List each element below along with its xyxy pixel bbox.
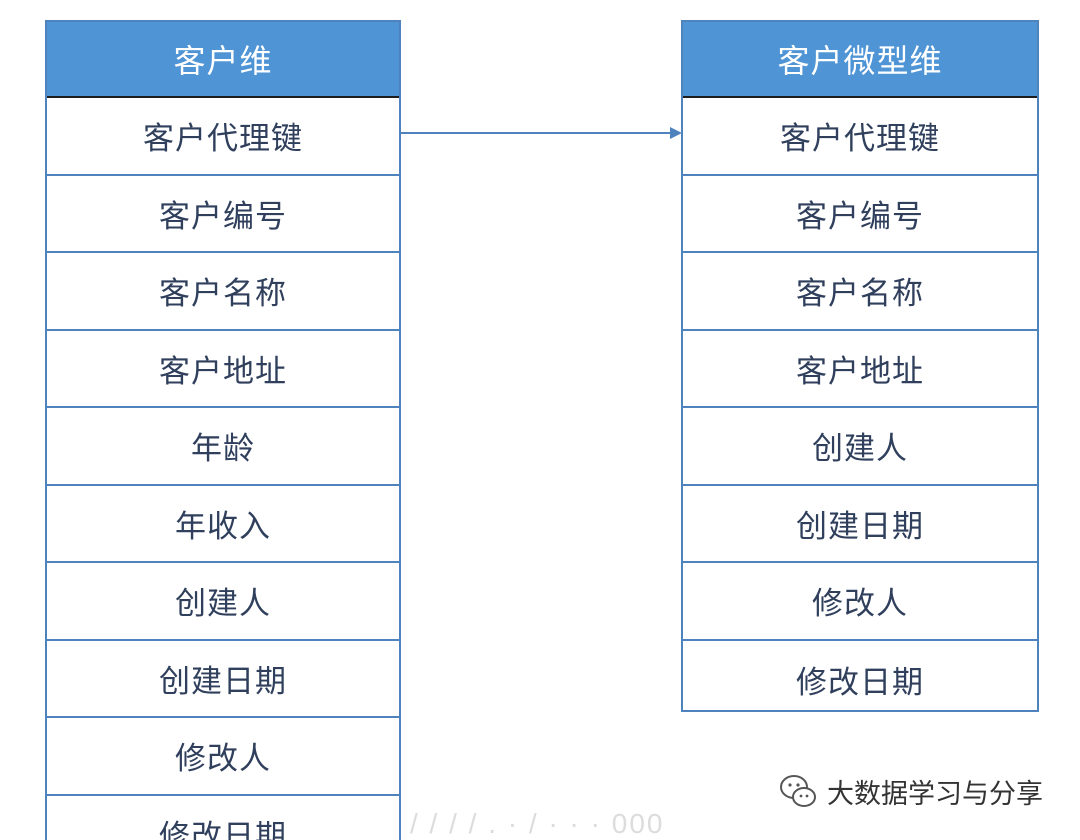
table-row: 客户代理键 (683, 98, 1037, 176)
table-header: 客户微型维 (683, 22, 1037, 98)
table-row: 修改日期 (796, 664, 924, 701)
table-header: 客户维 (47, 22, 399, 98)
table-row: 客户编号 (47, 176, 399, 253)
watermark: 大数据学习与分享 (777, 770, 1043, 812)
customer-dimension-table: 客户维 客户代理键 客户编号 客户名称 客户地址 年龄 年收入 创建人 创建日期… (45, 20, 401, 840)
table-row: 客户名称 (683, 253, 1037, 331)
table-row: 客户地址 (683, 331, 1037, 408)
table-row: 修改日期 (47, 796, 399, 840)
table-row: 年龄 (47, 408, 399, 486)
customer-mini-dimension-table: 客户微型维 客户代理键 客户编号 客户名称 客户地址 创建人 创建日期 修改人 … (681, 20, 1039, 712)
table-row: 客户编号 (683, 176, 1037, 253)
table-row: 创建人 (47, 563, 399, 641)
watermark-text: 大数据学习与分享 (827, 778, 1043, 810)
faint-watermark-url: / / / / . · / · · · 000 (410, 808, 665, 839)
table-row: 创建人 (683, 408, 1037, 486)
table-row: 修改人 (47, 718, 399, 796)
table-row: 修改人 (683, 563, 1037, 641)
table-row: 客户地址 (47, 331, 399, 408)
table-row: 创建日期 (683, 486, 1037, 563)
wechat-icon (780, 775, 816, 807)
table-row: 客户代理键 (47, 98, 399, 176)
table-row: 客户名称 (47, 253, 399, 331)
table-row: 年收入 (47, 486, 399, 563)
table-row: 创建日期 (47, 641, 399, 718)
